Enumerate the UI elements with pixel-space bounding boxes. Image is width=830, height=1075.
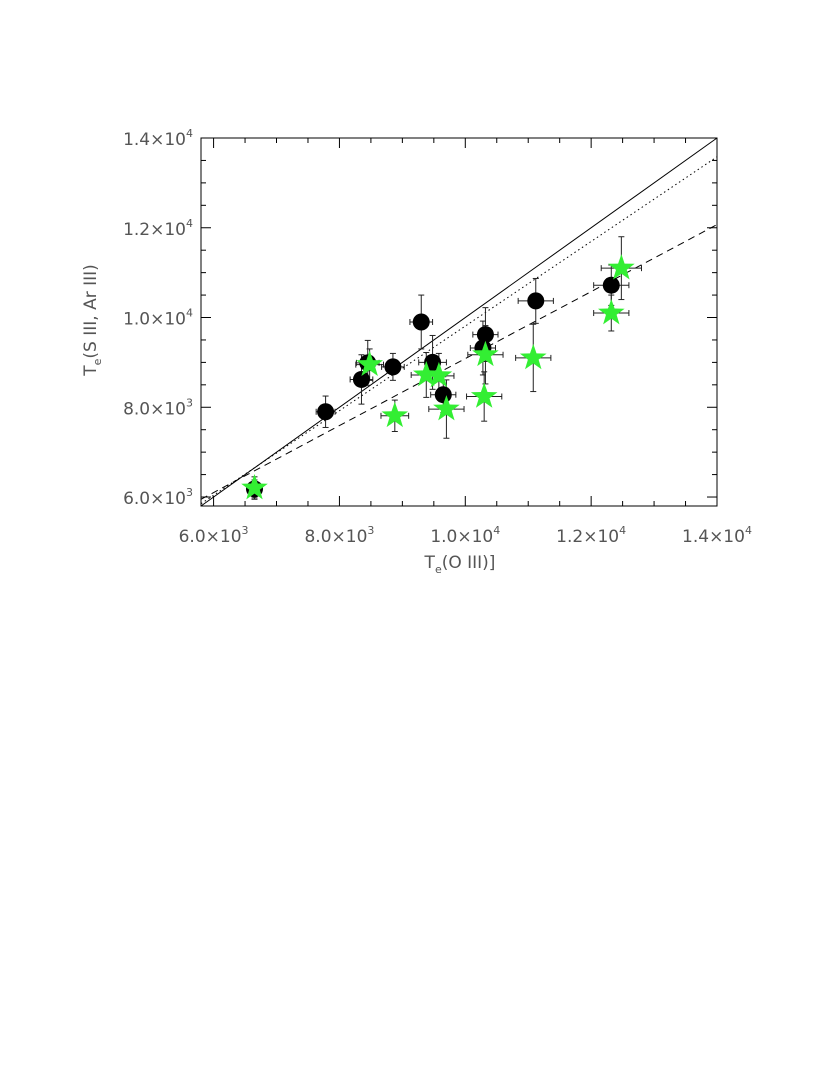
circle-marker	[412, 313, 430, 331]
circle-marker	[527, 292, 545, 310]
star-marker	[519, 343, 547, 370]
star-marker	[425, 361, 453, 388]
star-marker	[608, 254, 635, 280]
data-markers	[241, 254, 635, 500]
y-axis-label: Te(S III, Ar III)	[81, 264, 104, 377]
error-bars	[247, 236, 642, 500]
star-marker	[381, 401, 409, 428]
plot-frame	[200, 137, 718, 507]
circle-marker	[434, 386, 452, 404]
y-tick-label: 8.0×103	[123, 396, 193, 419]
x-tick-label: 6.0×103	[179, 524, 249, 547]
circle-marker	[352, 370, 370, 388]
star-marker	[433, 395, 460, 421]
fit-lines	[200, 137, 718, 507]
line-dotted	[200, 156, 718, 505]
star-marker	[598, 299, 625, 325]
star-marker	[356, 350, 383, 376]
circle-marker	[424, 353, 442, 371]
circle-marker	[317, 403, 335, 421]
star-marker	[472, 340, 499, 367]
circle-marker	[384, 358, 402, 376]
y-tick-label: 1.0×104	[123, 307, 193, 330]
y-tick-label: 1.4×104	[123, 127, 193, 150]
star-marker	[413, 361, 440, 387]
x-tick-label: 1.4×104	[682, 524, 752, 547]
y-tick-label: 1.2×104	[123, 217, 193, 240]
x-axis-label: Te(O III)]	[424, 553, 496, 576]
x-tick-label: 1.2×104	[556, 524, 626, 547]
star-marker	[241, 474, 268, 500]
x-tick-label: 1.0×104	[430, 524, 500, 547]
axes: 6.0×103 8.0×103 1.0×104 1.2×104 1.4×104 6.0×1…	[123, 127, 752, 547]
circle-marker	[476, 326, 494, 344]
circle-marker	[602, 276, 620, 294]
line-dashed	[200, 224, 718, 500]
star-marker	[470, 382, 498, 408]
x-tick-label: 8.0×103	[304, 524, 374, 547]
y-tick-label: 6.0×103	[123, 486, 193, 509]
line-solid	[200, 137, 718, 507]
